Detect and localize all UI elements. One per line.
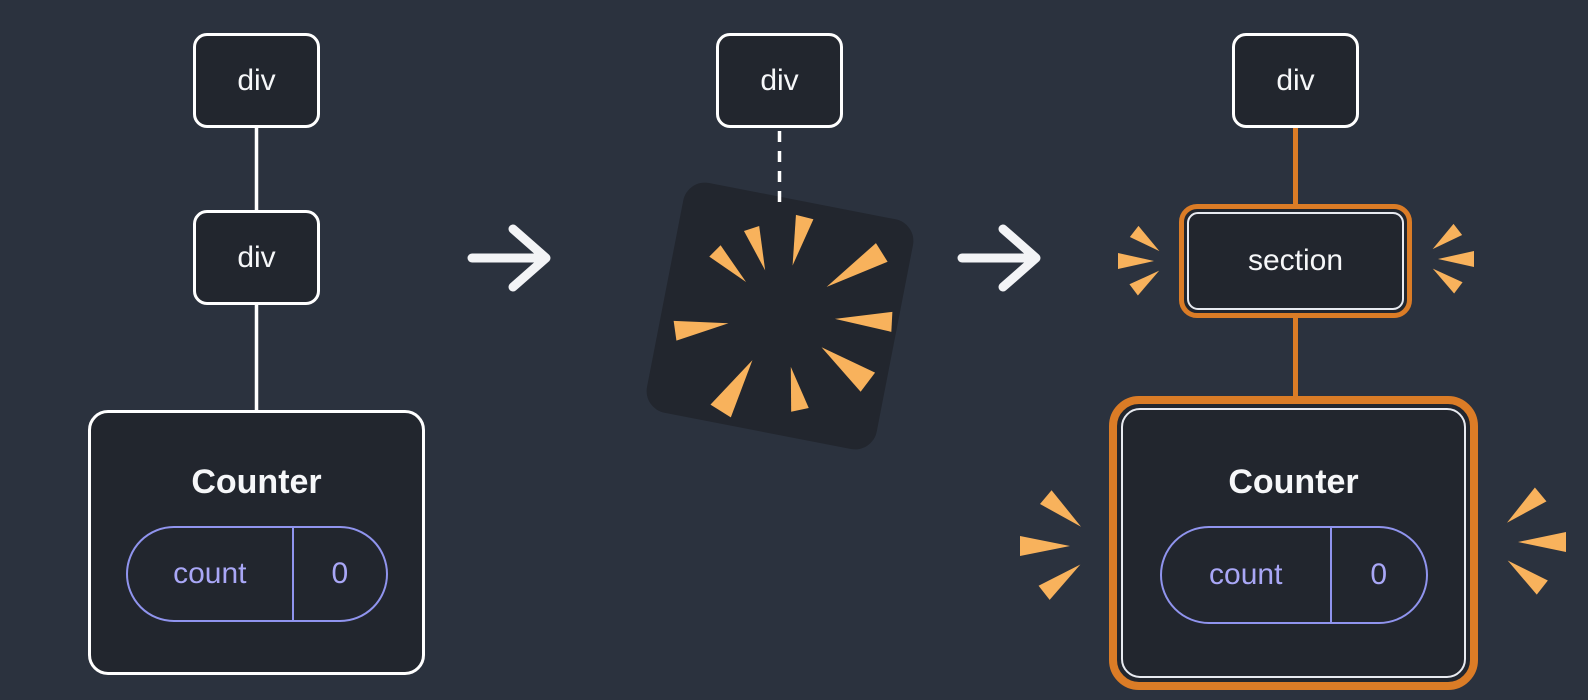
- node-label: div: [1276, 63, 1315, 97]
- counter-title: Counter: [191, 463, 322, 501]
- state-key: count: [128, 528, 295, 620]
- node-label: div: [760, 63, 799, 97]
- node-label: section: [1247, 244, 1344, 277]
- destroyed-subtree-square: [642, 178, 918, 454]
- section-inner-border: section: [1187, 212, 1404, 310]
- counter-inner-border: Counter count 0: [1121, 408, 1466, 678]
- arrow-right-icon: [957, 224, 1041, 292]
- counter-title: Counter: [1228, 462, 1359, 501]
- tree-node-div-left-child: div: [193, 210, 320, 305]
- state-value: 0: [331, 557, 349, 590]
- state-pill: count 0: [1159, 525, 1428, 624]
- state-value: 0: [1370, 557, 1388, 591]
- node-label: div: [237, 240, 276, 274]
- counter-sparkle-left-icon: [1020, 490, 1082, 600]
- node-label: div: [237, 63, 276, 97]
- tree-node-div-left-root: div: [193, 33, 320, 128]
- counter-sparkle-right-icon: [1506, 487, 1566, 595]
- state-pill: count 0: [125, 526, 388, 622]
- counter-card-right-highlighted: Counter count 0: [1109, 396, 1478, 690]
- section-sparkle-left-icon: [1118, 225, 1160, 296]
- section-sparkle-right-icon: [1432, 223, 1474, 294]
- tree-node-section-highlighted: section: [1179, 204, 1412, 318]
- arrow-right-icon: [467, 224, 551, 292]
- state-key: count: [1162, 527, 1332, 622]
- counter-card-left: Counter count 0: [88, 410, 425, 675]
- tree-node-div-right-root: div: [1232, 33, 1359, 128]
- tree-node-div-middle-root: div: [716, 33, 843, 128]
